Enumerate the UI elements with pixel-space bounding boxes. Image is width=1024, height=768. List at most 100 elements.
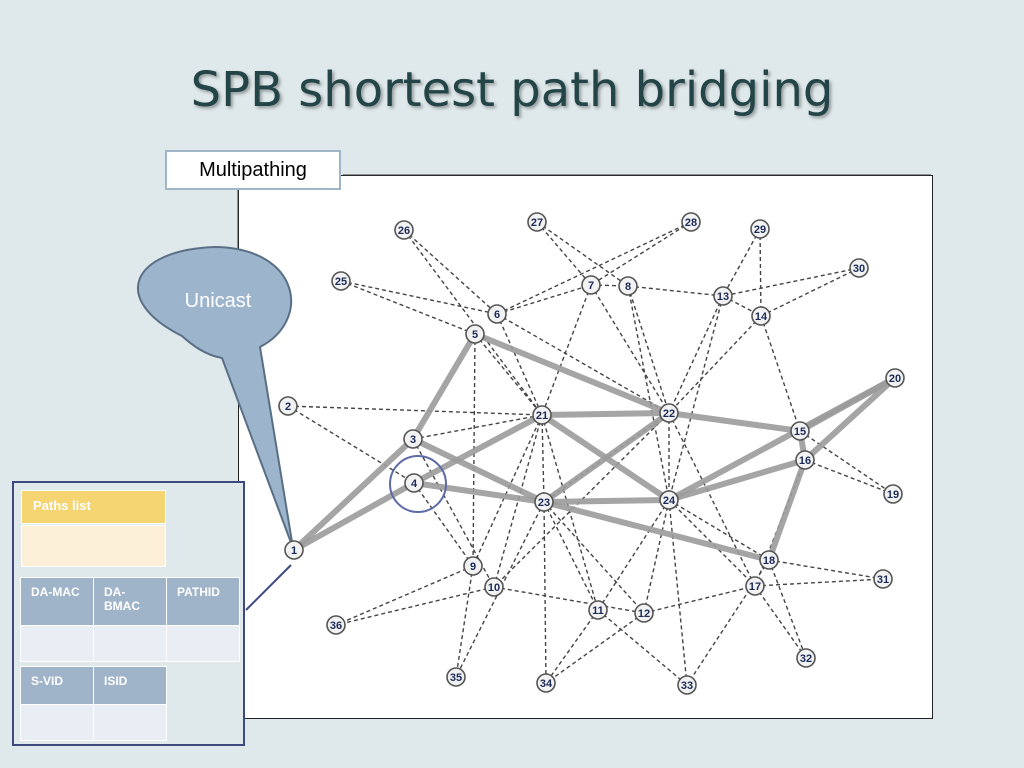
node-label-14: 14 <box>755 311 768 323</box>
dashed-link-9-36 <box>335 565 474 626</box>
node-22: 22 <box>659 403 679 423</box>
dashed-link-8-22 <box>627 285 670 414</box>
dashed-link-22-10 <box>493 412 670 588</box>
dashed-link-5-9 <box>472 333 476 567</box>
node-23: 23 <box>534 492 554 512</box>
node-label-26: 26 <box>398 225 410 237</box>
node-label-5: 5 <box>472 329 478 341</box>
dashed-link-30-14 <box>760 267 860 317</box>
cell-s-vid <box>20 704 94 741</box>
col-isid: ISID <box>93 666 167 705</box>
dashed-link-26-21 <box>403 229 543 416</box>
col-s-vid: S-VID <box>20 666 94 705</box>
thick-link-3-23 <box>410 436 547 505</box>
dashed-link-25-6 <box>340 280 498 315</box>
dashed-link-14-15 <box>760 315 801 432</box>
node-32: 32 <box>796 648 816 668</box>
unicast-label: Unicast <box>184 290 252 312</box>
node-10: 10 <box>484 577 504 597</box>
node-1: 1 <box>284 540 304 560</box>
node-33: 33 <box>677 675 697 695</box>
node-35: 35 <box>446 667 466 687</box>
dashed-link-24-17 <box>668 499 756 587</box>
node-label-36: 36 <box>330 620 342 632</box>
dashed-link-12-17 <box>643 585 756 614</box>
node-label-27: 27 <box>531 217 543 229</box>
node-label-20: 20 <box>889 373 901 385</box>
dashed-link-26-6 <box>403 229 498 315</box>
dashed-link-28-6 <box>496 221 692 315</box>
dashed-link-13-24 <box>668 295 724 501</box>
dashed-link-2-4 <box>287 405 415 484</box>
node-label-30: 30 <box>853 263 865 275</box>
dashed-link-10-36 <box>335 586 495 626</box>
node-34: 34 <box>536 673 556 693</box>
node-30: 30 <box>849 258 869 278</box>
dashed-link-23-11 <box>543 501 599 611</box>
node-2: 2 <box>278 396 298 416</box>
node-label-13: 13 <box>717 291 729 303</box>
cell-da-bmac <box>93 625 167 662</box>
thick-link-16-18 <box>766 457 808 563</box>
dashed-link-10-12 <box>493 586 645 614</box>
thick-link-21-22 <box>539 410 672 418</box>
node-label-2: 2 <box>285 401 291 413</box>
node-label-28: 28 <box>685 217 697 229</box>
node-label-21: 21 <box>536 410 548 422</box>
thick-links <box>291 331 898 563</box>
dashed-link-18-31 <box>768 559 884 580</box>
node-label-9: 9 <box>470 561 476 573</box>
node-15: 15 <box>790 421 810 441</box>
dashed-link-11-33 <box>597 609 688 686</box>
unicast-callout-bubble <box>137 245 294 549</box>
dashed-link-9-35 <box>455 565 474 678</box>
thick-link-1-4 <box>291 480 417 553</box>
dashed-link-24-11 <box>597 499 670 611</box>
col-da-mac: DA-MAC <box>20 577 94 626</box>
dashed-link-8-24 <box>627 285 670 501</box>
thick-link-22-15 <box>666 410 803 434</box>
thick-link-4-23 <box>411 480 547 505</box>
dashed-link-13-22 <box>668 295 724 414</box>
thick-link-5-22 <box>472 331 672 416</box>
node-14: 14 <box>751 306 771 326</box>
node-label-35: 35 <box>450 672 462 684</box>
cell-isid <box>93 704 167 741</box>
slide-title: SPB shortest path bridging <box>190 62 834 118</box>
thick-link-22-23 <box>541 410 672 505</box>
dashed-link-2-21 <box>287 405 543 416</box>
dashed-link-18-32 <box>768 559 807 659</box>
node-label-32: 32 <box>800 653 812 665</box>
dashed-link-24-18 <box>668 499 770 561</box>
dashed-link-3-21 <box>412 414 543 440</box>
node-19: 19 <box>883 484 903 504</box>
node-label-11: 11 <box>592 605 604 617</box>
dashed-link-23-34 <box>543 501 547 684</box>
node-label-17: 17 <box>749 581 761 593</box>
node-17: 17 <box>745 576 765 596</box>
dashed-link-5-21 <box>474 333 543 416</box>
thick-link-23-18 <box>541 499 772 563</box>
multipathing-label: Multipathing <box>165 150 341 190</box>
node-13: 13 <box>713 286 733 306</box>
thick-link-3-5 <box>410 331 478 442</box>
thick-link-16-20 <box>802 375 898 463</box>
node-label-4: 4 <box>411 478 418 490</box>
dashed-link-16-19 <box>804 459 894 495</box>
node-label-29: 29 <box>754 224 766 236</box>
thick-link-15-20 <box>797 375 898 434</box>
highlight-ring <box>389 455 447 513</box>
dashed-link-27-7 <box>536 221 592 286</box>
dashed-link-7-22 <box>590 284 670 414</box>
node-25: 25 <box>331 271 351 291</box>
col-pathid: PATHID <box>166 577 240 626</box>
dashed-link-24-33 <box>668 499 688 686</box>
node-label-22: 22 <box>663 408 675 420</box>
node-label-18: 18 <box>763 555 775 567</box>
dashed-link-8-13 <box>627 285 724 297</box>
dashed-link-17-32 <box>754 585 807 659</box>
node-label-10: 10 <box>488 582 500 594</box>
node-5: 5 <box>465 324 485 344</box>
